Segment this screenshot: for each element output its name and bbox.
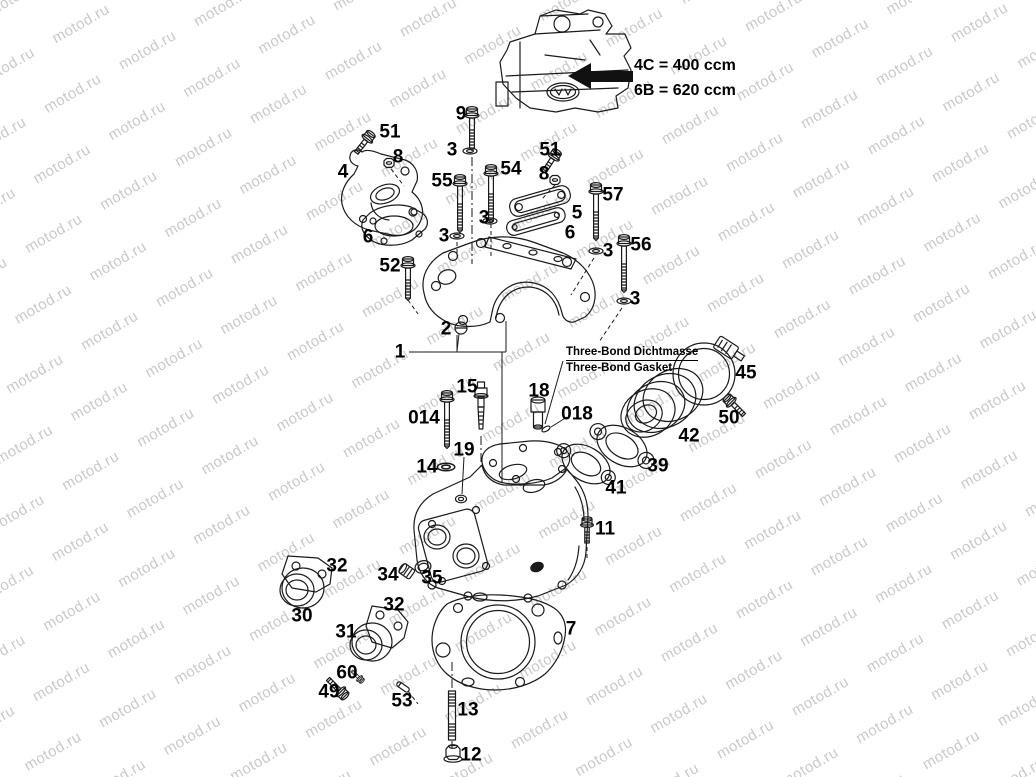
leader-lines (390, 157, 623, 748)
nut-8-left (383, 157, 395, 169)
part-34-plug (398, 563, 416, 580)
washer-3-d (588, 247, 604, 255)
part-1-cam-cover (422, 236, 596, 328)
part-6-thermostat-gasket (361, 204, 428, 246)
part-13-stud (447, 690, 457, 741)
nut-8-right (549, 174, 561, 186)
pointer-arrow (568, 63, 633, 89)
bolt-9 (464, 105, 480, 152)
seal-2-symbol (454, 321, 468, 335)
washer-3-e (616, 297, 632, 305)
bolt-49 (322, 673, 352, 703)
part-45-clamp (672, 335, 746, 406)
part-15-sensor (473, 381, 489, 430)
bolt-51-left (350, 127, 378, 158)
part-7-head-gasket (431, 592, 567, 691)
washer-14 (436, 462, 456, 472)
bolt-52 (400, 256, 416, 302)
part-32-flange-plate-lower (365, 605, 409, 649)
part-30-exhaust-flange (279, 567, 325, 609)
part-19-cylinder-head (413, 440, 589, 603)
part-4-thermostat-cover (340, 149, 424, 236)
part-35-oring (414, 560, 432, 574)
engine-thumbnail (495, 9, 632, 113)
bolt-55 (452, 174, 468, 234)
bolt-54 (483, 164, 499, 224)
bolt-60 (348, 667, 367, 686)
part-31-exhaust-flange (349, 622, 393, 662)
bolt-50 (720, 391, 750, 421)
bolt-51-right (537, 146, 565, 177)
part-18-insert (530, 396, 546, 430)
part-12-nut (443, 744, 463, 763)
bolt-57 (588, 182, 604, 242)
part-6-cover-gasket (506, 207, 566, 236)
part-39-intake-flange (589, 422, 655, 470)
washer-3-c (449, 232, 465, 240)
part-53-pin (396, 681, 410, 693)
part-5-top-cover (509, 185, 571, 217)
bolt-56 (616, 234, 632, 294)
bolt-014 (439, 390, 455, 450)
part-42-intake-boot (620, 367, 704, 438)
part-41-intake-gasket (556, 443, 616, 485)
part-32-flange-plate-upper (281, 555, 333, 593)
part-018-seal-ring (541, 425, 551, 433)
